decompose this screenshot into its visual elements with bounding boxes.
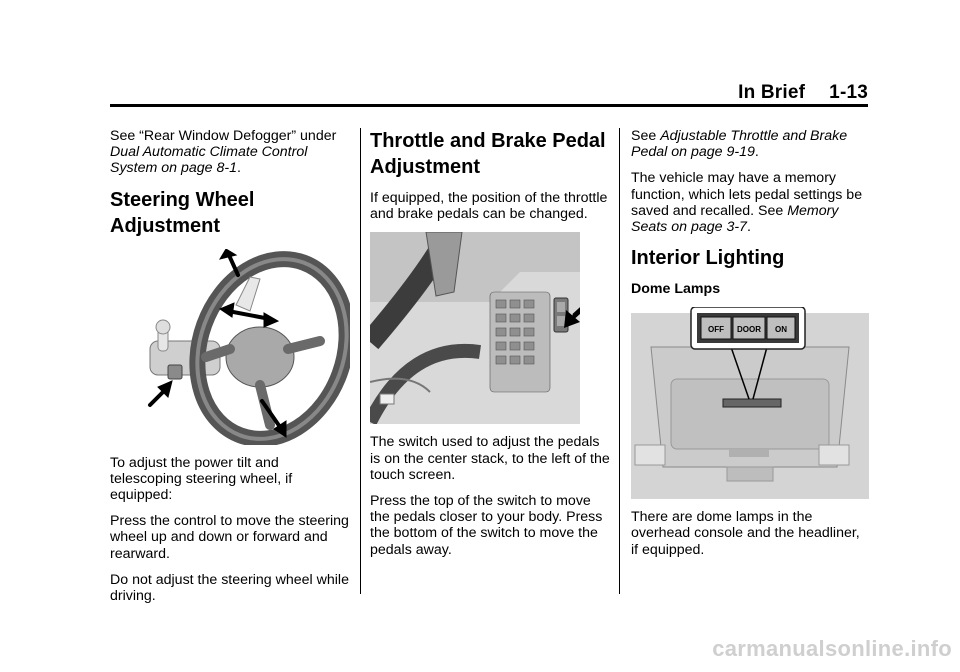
page-header: In Brief 1-13 [738,82,868,104]
page-number: 1-13 [829,82,868,103]
pedal-switch-figure [370,232,580,425]
climate-control-link[interactable]: Dual Automatic Climate Control System on… [110,144,308,177]
memory-function: The vehicle may have a memory function, … [631,170,869,235]
pedal-heading: Throttle and Brake Pedal Adjustment [370,130,606,178]
pedal-reference: See Adjustable Throttle and Brake Pedal … [631,128,869,160]
memory-seats-link[interactable]: Memory Seats on page 3-7 [631,202,839,236]
header-rule [110,104,868,107]
memory-text: The vehicle may have a memory function, … [631,170,863,219]
section-title: In Brief [738,82,806,103]
ref-suffix: . [754,144,759,161]
watermark: carmanualsonline.info [712,636,952,661]
steering-heading: Steering Wheel Adjustment [110,188,255,237]
adjustable-pedal-link[interactable]: Adjustable Throttle and Brake Pedal on p… [631,128,848,161]
column-divider-2 [619,128,620,594]
column-1: See “Rear Window Defogger” under Dual Au… [110,128,350,614]
dome-lamps-description: There are dome lamps in the overhead con… [631,509,860,558]
switch-usage: Press the top of the switch to move the … [370,493,603,558]
interior-lighting-heading: Interior Lighting [631,247,785,270]
column-2: Throttle and Brake Pedal Adjustment If e… [370,128,610,568]
dome-lamp-figure: OFF DOOR ON [631,307,869,500]
dome-door-label: DOOR [737,325,761,334]
dome-off-label: OFF [708,325,724,334]
ref-prefix: See “Rear Window Defogger” under [110,128,337,144]
steering-instructions-2: Press the control to move the steering w… [110,513,349,562]
column-3: See Adjustable Throttle and Brake Pedal … [631,128,869,568]
dome-on-label: ON [775,325,787,334]
steering-instructions-1: To adjust the power tilt and telescoping… [110,454,293,504]
steering-wheel-figure [148,248,350,445]
ref-suffix: . [746,219,751,236]
ref-suffix: . [236,160,241,177]
defogger-reference: See “Rear Window Defogger” under Dual Au… [110,128,350,177]
steering-warning: Do not adjust the steering wheel while d… [110,571,349,605]
pedal-intro: If equipped, the position of the throttl… [370,190,608,223]
ref-prefix: See [631,128,657,144]
column-divider-1 [360,128,361,594]
dome-lamps-subheading: Dome Lamps [631,281,721,298]
switch-location: The switch used to adjust the pedals is … [370,434,610,483]
